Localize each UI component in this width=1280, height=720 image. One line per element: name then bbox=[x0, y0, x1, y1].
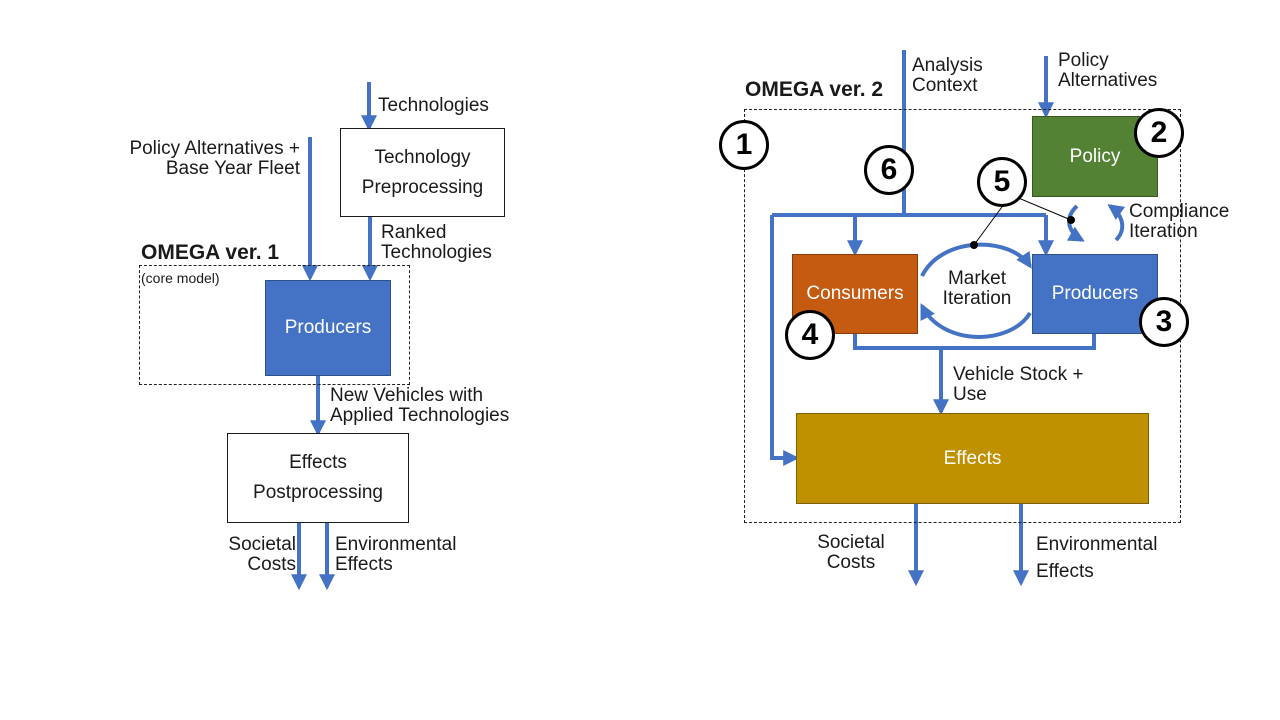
v2-title: OMEGA ver. 2 bbox=[745, 78, 884, 101]
v2-policy-alternatives-label: Policy Alternatives bbox=[1058, 51, 1157, 91]
v1-input-technologies-label: Technologies bbox=[378, 95, 489, 116]
v1-newveh-line2: Applied Technologies bbox=[330, 405, 510, 426]
v2-market-line1: Market bbox=[947, 268, 1007, 289]
v1-newveh-line1: New Vehicles with bbox=[330, 385, 484, 406]
v1-input-policy-label: Policy Alternatives + Base Year Fleet bbox=[80, 139, 300, 179]
v1-effects-postprocessing-box: Effects Postprocessing bbox=[227, 433, 409, 523]
v1-subtitle: (core model) bbox=[141, 270, 220, 286]
v1-tech-pre-line1: Technology bbox=[374, 146, 471, 168]
v2-market-iteration-label: Market Iteration bbox=[927, 269, 1027, 309]
v1-societal-line1: Societal bbox=[228, 534, 296, 555]
v1-ranked-technologies-label: Ranked Technologies bbox=[381, 223, 492, 263]
badge-5: 5 bbox=[977, 157, 1027, 207]
v2-env-line2: Effects bbox=[1036, 561, 1094, 582]
v2-analysis-context-label: Analysis Context bbox=[912, 56, 983, 96]
v1-technology-preprocessing-box: Technology Preprocessing bbox=[340, 128, 505, 217]
v2-environmental-effects-label: Environmental Effects bbox=[1036, 531, 1157, 585]
v1-env-line2: Effects bbox=[335, 554, 393, 575]
arc-compliance-right bbox=[1107, 204, 1126, 242]
arc-compliance-left bbox=[1066, 204, 1085, 242]
v2-producers-box: Producers bbox=[1032, 254, 1158, 334]
v2-analysis-line2: Context bbox=[912, 75, 978, 96]
v2-compliance-line2: Iteration bbox=[1129, 221, 1198, 242]
leader-5-compliance bbox=[1015, 196, 1072, 221]
v2-policy-alt-line2: Alternatives bbox=[1058, 70, 1158, 91]
arc-market-iteration-bottom bbox=[920, 303, 1032, 339]
v2-societal-line1: Societal bbox=[817, 532, 885, 553]
v2-stock-line2: Use bbox=[953, 384, 987, 405]
v2-societal-line2: Costs bbox=[826, 552, 876, 573]
v2-market-line2: Iteration bbox=[942, 288, 1012, 309]
v1-producers-box: Producers bbox=[265, 280, 391, 376]
v2-stock-line1: Vehicle Stock + bbox=[953, 364, 1084, 385]
badge-4: 4 bbox=[785, 310, 835, 360]
v1-core-model-boundary bbox=[139, 265, 410, 385]
v1-effects-line2: Postprocessing bbox=[253, 482, 383, 503]
badge-2: 2 bbox=[1134, 108, 1184, 158]
v1-input-policy-line1: Policy Alternatives + bbox=[129, 138, 300, 159]
v1-societal-line2: Costs bbox=[247, 554, 296, 575]
v1-tech-pre-line2: Preprocessing bbox=[361, 176, 484, 198]
v1-new-vehicles-label: New Vehicles with Applied Technologies bbox=[330, 386, 509, 426]
badge-1: 1 bbox=[719, 120, 769, 170]
v1-title: OMEGA ver. 1 bbox=[141, 241, 280, 264]
v1-input-policy-line2: Base Year Fleet bbox=[165, 158, 300, 179]
v2-env-line1: Environmental bbox=[1036, 534, 1158, 555]
v2-compliance-line1: Compliance bbox=[1129, 201, 1230, 222]
badge-3: 3 bbox=[1139, 297, 1189, 347]
v2-societal-costs-label: Societal Costs bbox=[801, 533, 901, 573]
leader-dot-market bbox=[970, 241, 978, 249]
v1-env-line1: Environmental bbox=[335, 534, 457, 555]
v1-societal-costs-label: Societal Costs bbox=[196, 535, 296, 575]
v2-vehicle-stock-label: Vehicle Stock + Use bbox=[953, 365, 1083, 405]
v2-policy-alt-line1: Policy bbox=[1058, 50, 1109, 71]
v1-environmental-effects-label: Environmental Effects bbox=[335, 535, 456, 575]
line-producers-consumers-join bbox=[853, 334, 1096, 350]
v2-analysis-line1: Analysis bbox=[912, 55, 983, 76]
v1-ranked-line2: Technologies bbox=[381, 242, 492, 263]
arrow-to-effects-v2 bbox=[770, 215, 800, 466]
leader-dot-compliance bbox=[1067, 216, 1075, 224]
v2-compliance-iteration-label: Compliance Iteration bbox=[1129, 202, 1229, 242]
badge-6: 6 bbox=[864, 145, 914, 195]
v1-ranked-line1: Ranked bbox=[381, 222, 447, 243]
v1-effects-line1: Effects bbox=[289, 452, 347, 473]
v2-effects-box: Effects bbox=[796, 413, 1149, 504]
